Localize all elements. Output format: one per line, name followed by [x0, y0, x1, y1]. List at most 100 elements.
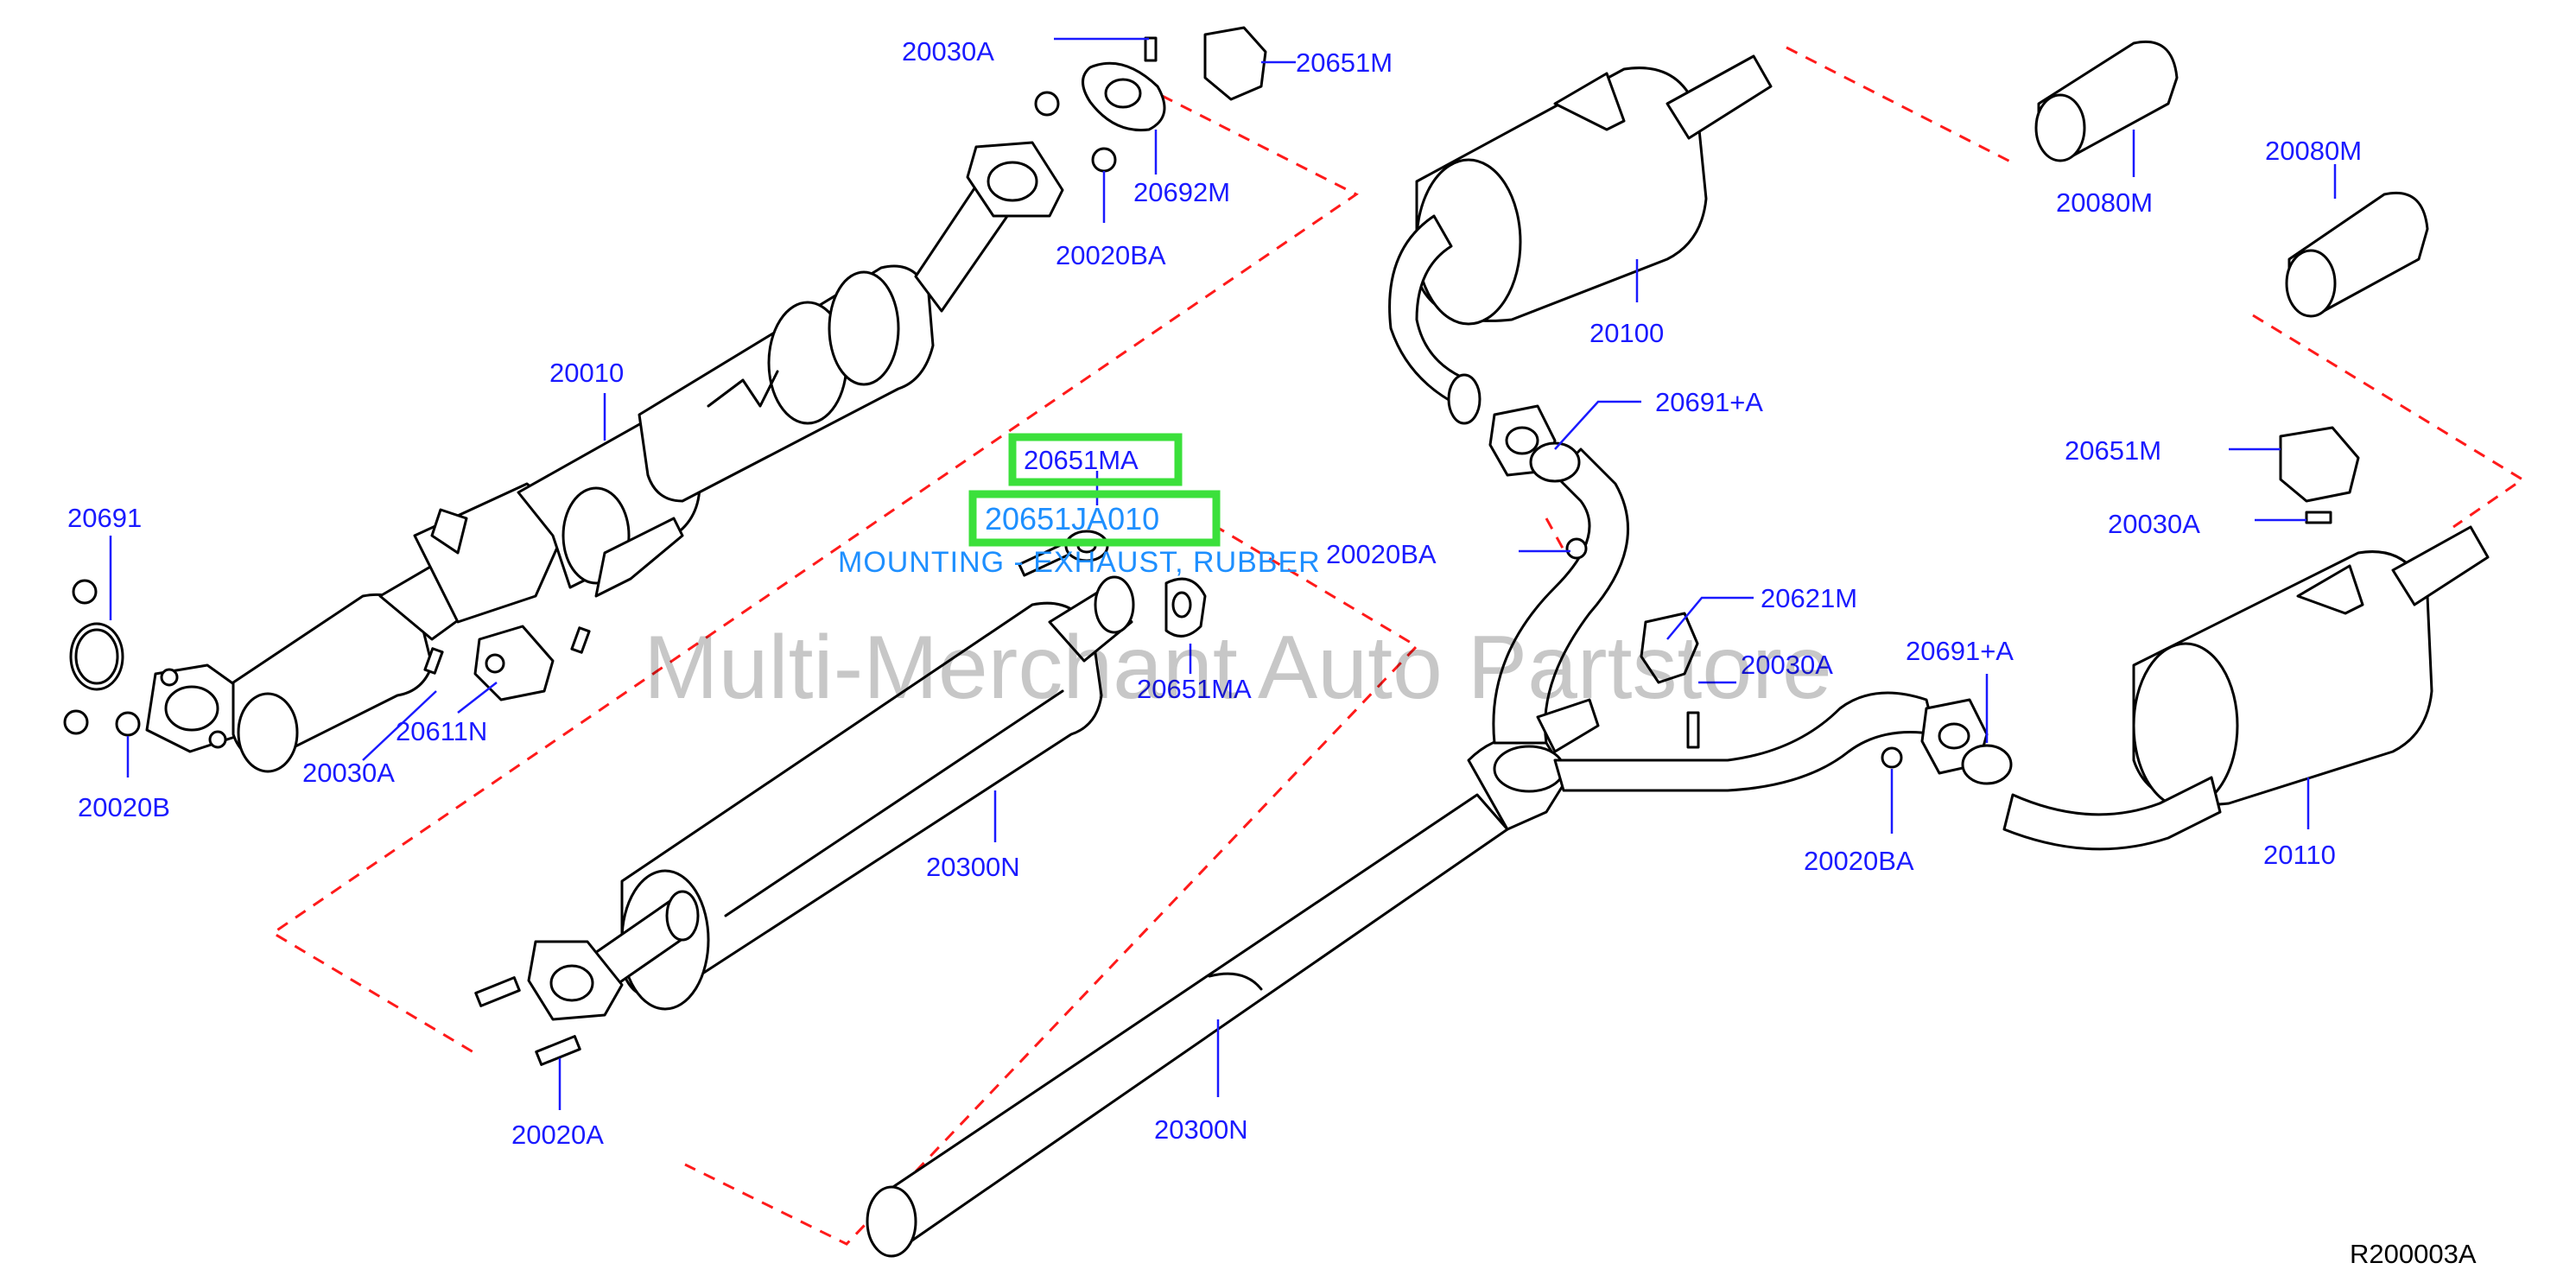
- hanger-bolt: [1686, 711, 1700, 749]
- upper-hanger: [1553, 72, 1626, 131]
- nut: [63, 709, 89, 735]
- rear-inlet-pipe: [2002, 776, 2222, 851]
- assembly-outlines: [270, 46, 2525, 1246]
- watermark: Multi-Merchant Auto Partstore: [644, 618, 1832, 718]
- rubber-mount-hole: [1171, 591, 1192, 619]
- highlight-part-label[interactable]: 20651MA: [1024, 445, 1139, 475]
- hanger-20621m-shape: [1640, 612, 1699, 684]
- callout-20020a[interactable]: 20020A: [511, 1120, 604, 1150]
- center-muffler: [474, 541, 1207, 1066]
- stud: [474, 976, 521, 1007]
- highlight-description: MOUNTING - EXHAUST, RUBBER: [838, 546, 1321, 579]
- center-muffler-outline: [684, 524, 1419, 1246]
- rear-hanger: [2296, 564, 2364, 615]
- callout-20110[interactable]: 20110: [2263, 840, 2336, 870]
- callout-20020ba-top[interactable]: 20020BA: [1056, 240, 1166, 270]
- outlet-end: [1094, 575, 1135, 634]
- catalyst-end: [237, 692, 299, 773]
- lead-20611n: [457, 682, 498, 714]
- right-gasket: [1961, 744, 2013, 785]
- callout-20010[interactable]: 20010: [549, 358, 624, 388]
- left-gasket: [1529, 441, 1581, 483]
- y-pipe: [1488, 404, 2013, 792]
- upper-gasket-hole: [1104, 78, 1142, 109]
- long-tube: [866, 735, 1570, 1258]
- upper-tail-pipe: [1666, 54, 1773, 140]
- callout-20030a-left[interactable]: 20030A: [302, 758, 395, 788]
- stud: [535, 1035, 581, 1066]
- leader-lines: [109, 37, 2337, 1110]
- y-pipe-ring: [1493, 745, 1565, 793]
- muffler-seam: [724, 689, 1064, 917]
- bracket-arm: [594, 517, 684, 598]
- diagram-ref: R200003A: [2350, 1239, 2477, 1269]
- nut: [115, 711, 141, 737]
- hanger-bracket: [473, 625, 555, 701]
- inlet-pipe-end: [665, 890, 700, 942]
- callout-20030a-mid[interactable]: 20030A: [1741, 650, 1833, 680]
- flange-bolt-hole: [160, 668, 179, 687]
- nut: [1034, 91, 1060, 117]
- hanger-bolt: [570, 626, 591, 654]
- callout-20080m-lower[interactable]: 20080M: [2265, 136, 2362, 166]
- nut: [1881, 746, 1903, 769]
- long-tube-end: [866, 1185, 917, 1258]
- finisher-lower-end: [2285, 249, 2337, 318]
- rear-flange-hole: [987, 161, 1038, 202]
- callout-20692m[interactable]: 20692M: [1133, 177, 1230, 207]
- callout-labels: 20030A 20651M 20692M 20020BA 20010 20691…: [67, 36, 2362, 1150]
- flange-bolt-hole: [208, 730, 227, 749]
- callout-20691[interactable]: 20691: [67, 503, 142, 533]
- front-gasket-group: [63, 579, 141, 737]
- upper-rubber-mount: [1203, 26, 1267, 101]
- catalyst-ring: [828, 270, 900, 386]
- callout-20651ma-right[interactable]: 20651MA: [1137, 674, 1252, 704]
- inlet-flange-hole: [549, 964, 594, 1002]
- callout-20621m[interactable]: 20621M: [1761, 583, 1857, 613]
- callout-20651m-top[interactable]: 20651M: [1296, 48, 1393, 78]
- left-flange-hole: [1505, 426, 1539, 455]
- rear-muffler-end: [2132, 642, 2239, 809]
- long-tube-shield: [1208, 972, 1263, 991]
- flange-hole: [164, 685, 219, 732]
- heat-shield-bracket: [430, 508, 468, 555]
- callout-20030a-right[interactable]: 20030A: [2108, 509, 2200, 539]
- front-tube-outline: [270, 74, 1359, 1054]
- hanger-hole: [485, 653, 505, 674]
- nut: [72, 579, 98, 605]
- callout-20080m-upper[interactable]: 20080M: [2056, 187, 2153, 218]
- left-branch: [1492, 447, 1630, 745]
- lead-20621m: [1666, 596, 1754, 640]
- callout-20691a-upper[interactable]: 20691+A: [1655, 387, 1763, 417]
- upper-mount-group: [1034, 26, 1267, 173]
- hanger-20621m: [1565, 537, 1903, 769]
- callout-20651m-right[interactable]: 20651M: [2065, 435, 2161, 466]
- right-flange-hole: [1938, 722, 1970, 750]
- hanger-bolt: [423, 647, 444, 675]
- callout-20100[interactable]: 20100: [1589, 318, 1664, 348]
- rear-muffler: [2002, 525, 2490, 851]
- front-exhaust-tube: [145, 141, 1064, 773]
- front-gasket-inner: [74, 628, 119, 685]
- callout-20020ba-lower[interactable]: 20020BA: [1804, 846, 1914, 876]
- rear-tail-pipe: [2391, 525, 2490, 606]
- callout-20020b[interactable]: 20020B: [78, 792, 170, 822]
- lead-20691a-upper: [1554, 400, 1641, 450]
- upper-muffler: [1388, 54, 1773, 425]
- lead-20030a-left: [362, 690, 437, 761]
- nut: [1565, 537, 1588, 560]
- callout-20020ba-mid[interactable]: 20020BA: [1326, 539, 1437, 569]
- callout-20611n[interactable]: 20611N: [396, 716, 487, 746]
- highlight-part-number[interactable]: 20651JA010: [985, 501, 1159, 536]
- right-mount: [2279, 426, 2360, 524]
- callout-20691a-lower[interactable]: 20691+A: [1906, 636, 2014, 666]
- callout-20300n-upper[interactable]: 20300N: [926, 852, 1020, 882]
- rear-tail-outline: [1786, 46, 2016, 166]
- right-mount-bolt: [2305, 511, 2332, 524]
- highlight-number-box: [968, 490, 1221, 547]
- right-rubber-mount: [2279, 426, 2360, 503]
- rear-muffler-link: [1545, 517, 1567, 554]
- callout-20300n-lower[interactable]: 20300N: [1154, 1114, 1248, 1145]
- callout-20030a-top[interactable]: 20030A: [902, 36, 994, 67]
